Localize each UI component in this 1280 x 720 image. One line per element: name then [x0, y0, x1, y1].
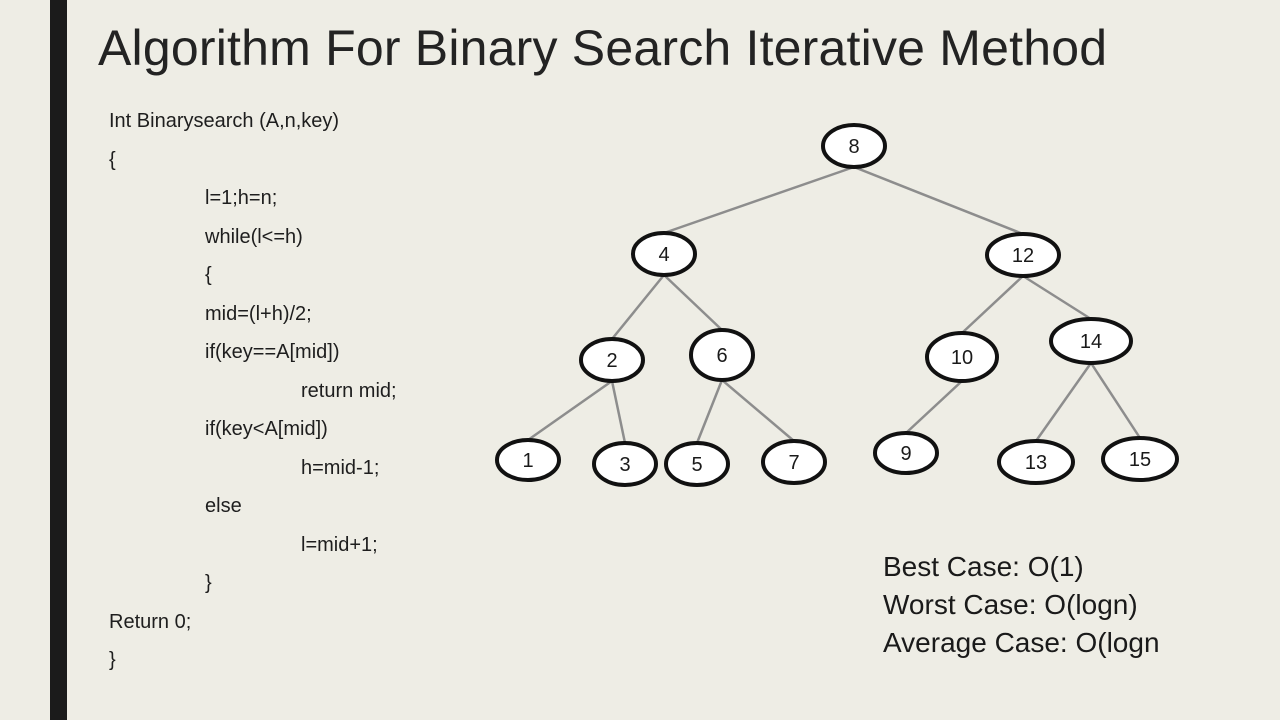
code-line: if(key<A[mid]): [205, 418, 328, 440]
tree-edge: [695, 379, 724, 444]
code-line: while(l<=h): [205, 225, 303, 248]
tree-edge: [1089, 362, 1142, 439]
tree-node-ellipse: [664, 441, 730, 487]
code-line: return mid;: [301, 379, 397, 402]
worst-case-text: Worst Case: O(logn): [883, 589, 1138, 620]
tree-node-label: 14: [1080, 331, 1102, 353]
code-line: else: [205, 495, 242, 517]
code-line: {: [205, 264, 212, 286]
code-line: l=1;h=n;: [205, 187, 278, 209]
tree-edge: [663, 165, 855, 235]
tree-node: 10: [925, 331, 999, 383]
tree-node: 12: [985, 232, 1061, 278]
tree-node-ellipse: [761, 439, 827, 485]
tree-node-label: 6: [716, 345, 727, 367]
code-line: if(key==A[mid]): [205, 341, 340, 363]
tree-node: 3: [592, 441, 658, 487]
tree-node-label: 13: [1025, 452, 1047, 474]
code-line: Int Binarysearch (A,n,key): [109, 110, 340, 132]
tree-node-label: 7: [788, 452, 799, 474]
tree-node-label: 2: [606, 350, 617, 372]
tree-edge: [663, 274, 723, 331]
tree-node: 9: [873, 431, 939, 475]
tree-edge: [905, 380, 963, 434]
code-line: h=mid-1;: [301, 456, 380, 479]
tree-node: 15: [1101, 436, 1179, 482]
tree-edge: [611, 274, 665, 340]
tree-node-ellipse: [495, 438, 561, 482]
tree-node-label: 4: [658, 244, 669, 266]
tree-node-ellipse: [925, 331, 999, 383]
tree-node: 13: [997, 439, 1075, 485]
best-case-text: Best Case: O(1): [883, 551, 1084, 582]
tree-node-label: 10: [951, 347, 973, 369]
tree-edge: [721, 379, 795, 442]
tree-node-label: 9: [900, 443, 911, 465]
tree-node-label: 5: [691, 454, 702, 476]
tree-node-ellipse: [579, 337, 645, 383]
tree-node-label: 8: [848, 136, 859, 158]
tree-node-ellipse: [592, 441, 658, 487]
tree-node-ellipse: [821, 123, 887, 169]
tree-edge: [527, 379, 613, 442]
tree-node-ellipse: [631, 231, 697, 277]
code-line: {: [109, 148, 116, 171]
tree-edge: [853, 165, 1024, 236]
average-case-text: Average Case: O(logn: [883, 627, 1160, 658]
tree-node: 1: [495, 438, 561, 482]
code-line: }: [109, 649, 116, 671]
code-line: Return 0;: [109, 610, 192, 633]
tree-node-label: 3: [619, 454, 630, 476]
complexity-list: Best Case: O(1) Worst Case: O(logn) Aver…: [883, 548, 1160, 662]
code-line: }: [205, 572, 212, 594]
tree-node: 8: [821, 123, 887, 169]
tree-edge: [1022, 274, 1092, 321]
tree-edge: [961, 275, 1024, 334]
tree-edge: [1034, 362, 1093, 442]
tree-edge: [610, 380, 627, 444]
tree-node-ellipse: [1049, 317, 1133, 365]
slide-accent-bar: [50, 0, 67, 720]
tree-node: 6: [689, 328, 755, 382]
tree-node: 2: [579, 337, 645, 383]
tree-node-ellipse: [689, 328, 755, 382]
tree-node-label: 1: [522, 450, 533, 472]
slide-title: Algorithm For Binary Search Iterative Me…: [98, 20, 1108, 76]
tree-node-ellipse: [985, 232, 1061, 278]
tree-node: 14: [1049, 317, 1133, 365]
tree-node-ellipse: [1101, 436, 1179, 482]
tree-node-ellipse: [997, 439, 1075, 485]
tree-node: 7: [761, 439, 827, 485]
tree-node-label: 15: [1129, 449, 1151, 471]
code-line: l=mid+1;: [301, 533, 378, 556]
tree-node: 5: [664, 441, 730, 487]
tree-node: 4: [631, 231, 697, 277]
code-line: mid=(l+h)/2;: [205, 302, 312, 325]
tree-node-ellipse: [873, 431, 939, 475]
tree-node-label: 12: [1012, 245, 1034, 267]
